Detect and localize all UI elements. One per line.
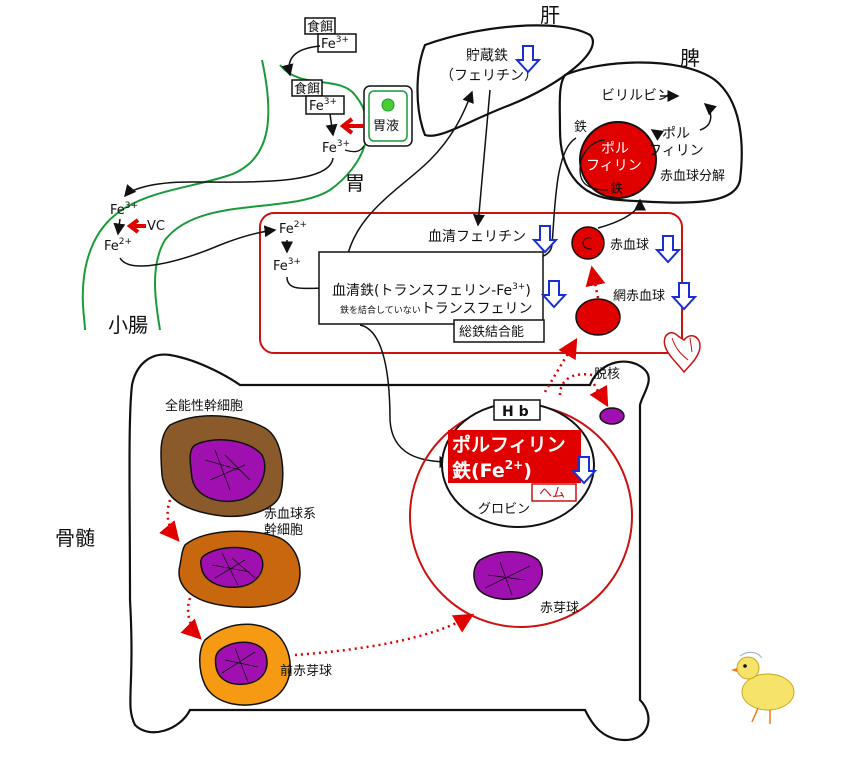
intestine-fe2: Fe2+ — [104, 237, 132, 254]
small-intestine-label: 小腸 — [108, 313, 148, 337]
spleen-label: 脾 — [680, 46, 700, 70]
denucleation-label: 脱核 — [594, 367, 620, 382]
heart-icon — [663, 332, 701, 374]
diet-label-second: 食餌 — [294, 81, 320, 97]
rbc-label: 赤血球 — [610, 238, 649, 253]
blood-rbc — [571, 226, 605, 260]
diet-label-top: 食餌 — [307, 19, 333, 35]
storage-iron-line1: 貯蔵鉄 — [466, 48, 508, 64]
serum-iron-label: 血清鉄(トランスフェリン-Fe3+) — [332, 282, 531, 299]
reticulocyte-label: 網赤血球 — [613, 289, 665, 304]
erythroblast-nucleus — [473, 551, 543, 600]
reticulocyte — [575, 298, 621, 336]
fe-base: Fe — [321, 37, 336, 52]
heme-box — [531, 483, 577, 502]
porphyrin-line2: フィリン — [586, 158, 642, 174]
blood-fe3: Fe3+ — [273, 257, 301, 274]
rbc-breakdown-label: 赤血球分解 — [660, 169, 725, 184]
erythroid-stem-line1: 赤血球系 — [264, 507, 316, 522]
erythroid-stem-line2: 幹細胞 — [264, 522, 303, 538]
hb-label: H b — [502, 404, 529, 420]
bone-marrow-outline — [128, 353, 650, 742]
stomach-label: 胃 — [345, 171, 365, 195]
porphyrin-iron-line2: 鉄(Fe2+) — [452, 458, 532, 482]
hb-box — [493, 399, 541, 421]
serum-iron-decrease-arrow — [542, 280, 566, 308]
porphyrin-iron-line1: ポルフィリン — [452, 433, 566, 456]
diet-input-second: 食餌 Fe3+ — [291, 79, 345, 115]
svg-text:Fe3+: Fe3+ — [309, 97, 337, 114]
fe3-sup-2: 3+ — [324, 97, 337, 107]
gastric-juice-label: 胃液 — [373, 119, 399, 134]
porphyrin-out-line1: ポル — [662, 126, 690, 142]
storage-iron-line2: （フェリチン） — [440, 68, 538, 84]
proerythroblast-label: 前赤芽球 — [280, 663, 332, 679]
erythroblast-label: 赤芽球 — [540, 601, 579, 616]
bilirubin-label: ビリルビン — [601, 88, 671, 104]
svg-text:Fe3+: Fe3+ — [321, 35, 349, 52]
tibc-label: 総鉄結合能 — [459, 325, 524, 340]
stomach-fe3: Fe3+ — [322, 139, 350, 156]
vc-label: VC — [147, 219, 165, 234]
bone-marrow-label: 骨髄 — [55, 526, 95, 550]
serum-iron-box — [318, 251, 544, 325]
liver-outline — [416, 24, 594, 137]
diet-input-top: 食餌 Fe3+ — [304, 17, 357, 53]
rbc-decrease-arrow — [656, 235, 680, 263]
liver-label: 肝 — [540, 3, 560, 27]
fe3-sup: 3+ — [336, 35, 349, 45]
fe-base-2: Fe — [309, 99, 324, 114]
unbound-transferrin-label: 鉄を結合していないトランスフェリン — [340, 301, 532, 317]
porphyrin-line1: ポル — [601, 141, 629, 157]
serum-ferritin-label: 血清フェリチン — [428, 229, 526, 245]
digestive-tract — [81, 59, 369, 331]
tibc-box — [453, 319, 545, 343]
heme-label: ヘム — [539, 486, 565, 501]
stem-cell-label: 全能性幹細胞 — [165, 398, 243, 414]
gastric-juice: 胃液 — [363, 85, 413, 147]
chick-doodle-icon — [731, 651, 795, 724]
extruded-nucleus — [599, 407, 625, 425]
spleen-iron-in-cell: 鉄 — [610, 182, 623, 197]
spleen-outline — [558, 61, 743, 204]
spleen-iron-label: 鉄 — [574, 120, 587, 135]
intestine-fe3: Fe3+ — [110, 201, 138, 218]
porphyrin-iron-block — [448, 430, 581, 483]
reticulocyte-decrease-arrow — [672, 282, 696, 310]
globin-label: グロビン — [478, 502, 530, 517]
blood-fe2: Fe2+ — [279, 220, 307, 237]
porphyrin-out-line2: フィリン — [648, 143, 704, 159]
